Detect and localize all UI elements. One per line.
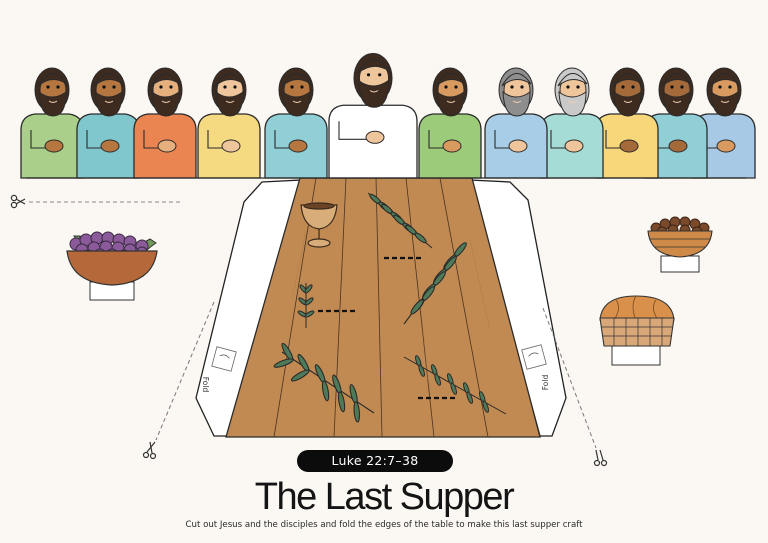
scissors-icon	[593, 449, 608, 467]
table	[195, 177, 567, 438]
jesus-figure	[328, 53, 418, 179]
olive-branch-icon	[273, 342, 375, 423]
cut-line-right	[542, 307, 597, 449]
fold-right-label: Fold	[541, 374, 551, 391]
olive-branch-icon	[403, 242, 467, 325]
page-title: The Last Supper	[254, 476, 515, 518]
scissors-icon	[10, 194, 26, 209]
figures-row	[20, 53, 756, 179]
disciple-figure	[484, 67, 548, 179]
disciple-figure	[264, 67, 328, 179]
disciple-figure	[418, 67, 482, 179]
bread-basket-icon	[599, 295, 675, 366]
instructions-text: Cut out Jesus and the disciples and fold…	[185, 520, 583, 530]
fold-arrow-icon	[211, 346, 237, 372]
grapes-bowl-icon	[66, 231, 158, 301]
disciple-figure	[197, 67, 261, 179]
disciple-figure	[540, 67, 604, 179]
disciple-figure	[20, 67, 84, 179]
cut-line-left	[155, 301, 215, 441]
fruit-basket-icon	[647, 216, 713, 273]
fold-arrow-icon	[521, 344, 547, 370]
fold-left-label: Fold	[201, 376, 211, 393]
olive-branch-icon	[297, 283, 315, 328]
disciple-figure	[692, 67, 756, 179]
disciple-figure	[76, 67, 140, 179]
olive-branch-icon	[403, 355, 507, 415]
disciple-figure	[133, 67, 197, 179]
disciple-figure	[644, 67, 708, 179]
olive-branch-icon	[367, 192, 433, 249]
disciple-figure	[595, 67, 659, 179]
chalice-icon	[300, 202, 338, 248]
verse-reference-badge: Luke 22:7–38	[297, 450, 453, 472]
scissors-icon	[142, 441, 157, 460]
